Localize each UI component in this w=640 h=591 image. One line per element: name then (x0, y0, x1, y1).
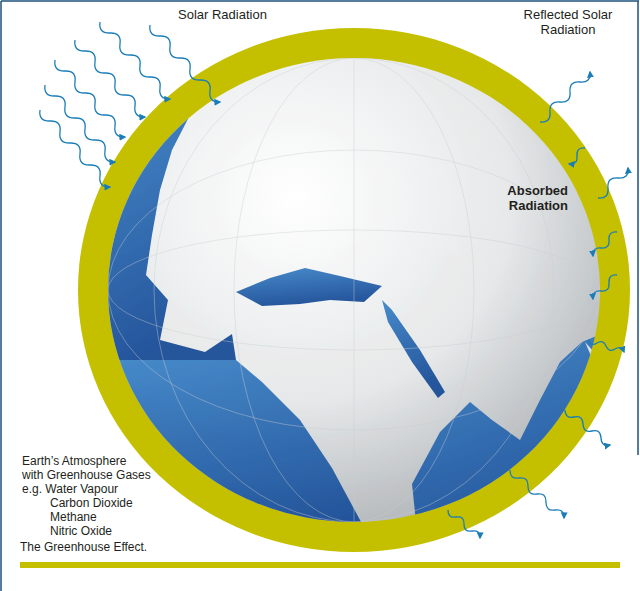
diagram-label: Absorbed Radiation (496, 184, 568, 214)
diagram-label-box: Methane (50, 511, 97, 525)
figure-caption: The Greenhouse Effect. (20, 541, 147, 555)
diagram-label: Earth’s Atmosphere (22, 455, 127, 469)
caption-bar (20, 562, 620, 568)
diagram-label: Solar Radiation (178, 8, 267, 23)
diagram-label-box: e.g. Water Vapour (22, 483, 118, 497)
radiation-waves (40, 22, 628, 538)
diagram-label-box: Earth’s Atmosphere (22, 455, 127, 469)
atmosphere-ring (78, 28, 630, 552)
diagram-label: Reflected Solar Radiation (512, 8, 624, 38)
diagram-label: Carbon Dioxide (50, 497, 133, 511)
figure-caption-box: The Greenhouse Effect. (20, 541, 147, 555)
diagram-label: with Greenhouse Gases (22, 469, 151, 483)
diagram-label-box: Solar Radiation (178, 8, 267, 23)
diagram-label-box: with Greenhouse Gases (22, 469, 151, 483)
diagram-label-box: Reflected Solar Radiation (512, 8, 624, 38)
diagram-label: Nitric Oxide (50, 525, 112, 539)
diagram-label: Methane (50, 511, 97, 525)
diagram-label-box: Nitric Oxide (50, 525, 112, 539)
globe-grid (108, 58, 600, 522)
diagram-label-box: Absorbed Radiation (496, 184, 568, 214)
ocean-areas (100, 90, 620, 560)
diagram-label: e.g. Water Vapour (22, 483, 118, 497)
diagram-label-box: Carbon Dioxide (50, 497, 133, 511)
